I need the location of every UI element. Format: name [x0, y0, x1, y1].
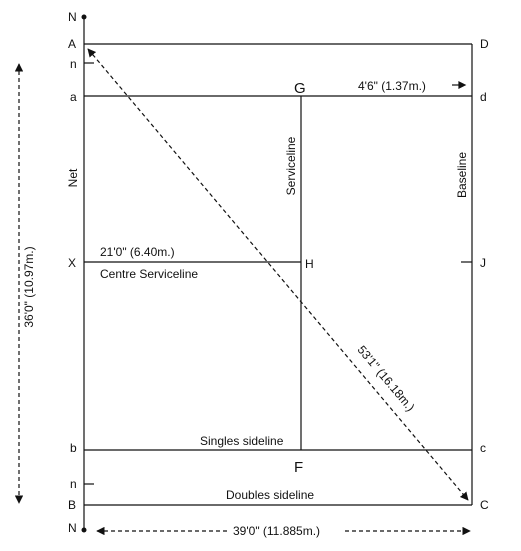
point-d-upper: D: [480, 37, 489, 51]
point-n-small-bottom: n: [70, 477, 77, 491]
point-n-bottom: N: [68, 521, 77, 535]
point-b-lower: b: [70, 441, 77, 455]
court-width-measurement: 36'0" (10.97m.): [22, 246, 36, 327]
point-j: J: [480, 256, 486, 270]
service-length-measurement: 21'0" (6.40m.): [100, 245, 175, 259]
point-h: H: [305, 257, 314, 271]
point-c-upper: C: [480, 498, 489, 512]
point-b-upper: B: [68, 498, 76, 512]
point-a-upper: A: [68, 37, 76, 51]
point-n-top: N: [68, 10, 77, 24]
net-label: Net: [66, 168, 80, 187]
point-n-small-top: n: [70, 57, 77, 71]
singles-sideline-label: Singles sideline: [200, 434, 284, 448]
court-length-measurement: 39'0" (11.885m.): [233, 524, 320, 538]
point-f: F: [294, 459, 303, 476]
alley-width-arrowhead: [458, 81, 467, 89]
point-g: G: [294, 80, 306, 97]
baseline-label: Baseline: [455, 152, 469, 198]
point-d-lower: d: [480, 90, 487, 104]
point-a-lower: a: [70, 90, 77, 104]
doubles-sideline-label: Doubles sideline: [226, 488, 314, 502]
net-post-top: [81, 14, 87, 20]
net-post-bottom: [81, 527, 87, 533]
point-c-lower: c: [480, 441, 486, 455]
diagonal-dimension-line: [87, 48, 469, 501]
point-x: X: [68, 256, 76, 270]
centre-serviceline-label: Centre Serviceline: [100, 267, 198, 281]
alley-width-measurement: 4'6" (1.37m.): [358, 79, 426, 93]
serviceline-label: Serviceline: [284, 136, 298, 195]
